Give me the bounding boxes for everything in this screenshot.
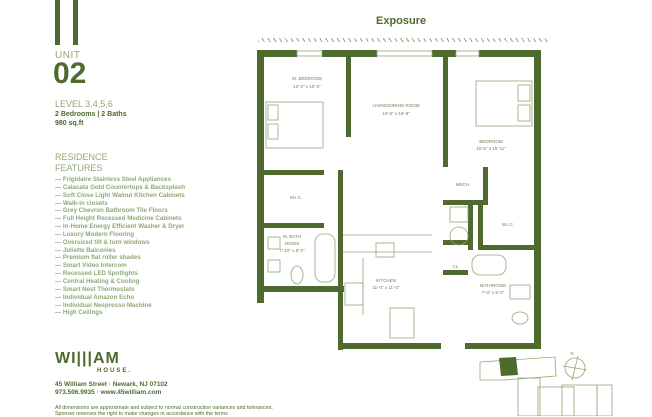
feature-item: Juliette Balconies	[55, 247, 185, 255]
exposure-title: Exposure	[376, 15, 427, 27]
svg-text:7'-0" x 9'-0": 7'-0" x 9'-0"	[482, 290, 505, 295]
feature-item: Frigidaire Stainless Steel Appliances	[55, 176, 185, 184]
feature-item: Calacata Gold Countertops & Backsplash	[55, 184, 185, 192]
svg-text:M. BEDROOM: M. BEDROOM	[292, 76, 322, 81]
feature-item: Individual Amazon Echo	[55, 294, 185, 302]
features-title: RESIDENCE FEATURES	[55, 152, 108, 173]
feature-item: Premium flat roller shades	[55, 254, 185, 262]
feature-item: Smart Video Intercom	[55, 262, 185, 270]
feature-item: Full Height Recessed Medicine Cabinets	[55, 215, 185, 223]
svg-text:10'-6" x 15'-11": 10'-6" x 15'-11"	[476, 146, 506, 151]
feature-item: Luxury Modern Flooring	[55, 231, 185, 239]
feature-item: Recessed LED Spotlights	[55, 270, 185, 278]
unit-bed-bath: 2 Bedrooms | 2 Baths	[55, 111, 127, 118]
feature-item: Oversized tilt & turn windows	[55, 239, 185, 247]
unit-label: UNIT	[55, 50, 81, 61]
unit-level: LEVEL 3,4,5,6	[55, 99, 113, 109]
svg-text:KITCHEN: KITCHEN	[376, 278, 396, 283]
svg-text:BEDROOM: BEDROOM	[479, 139, 503, 144]
svg-text:11'-0" x 11'-4": 11'-0" x 11'-4"	[372, 285, 399, 290]
svg-text:12'-0" x 10'-0": 12'-0" x 10'-0"	[293, 84, 321, 89]
svg-text:M. BATH: M. BATH	[283, 234, 301, 239]
unit-area: 980 sq.ft	[55, 120, 84, 127]
features-list: Frigidaire Stainless Steel Appliances Ca…	[55, 176, 185, 317]
address: 45 William Street · Newark, NJ 07102	[55, 381, 168, 388]
svg-text:N: N	[570, 351, 573, 356]
svg-text:LIVING/DINING ROOM: LIVING/DINING ROOM	[372, 103, 419, 108]
brand-logo: WI|||AM HOUSE.	[55, 350, 133, 374]
svg-text:MECH.: MECH.	[456, 182, 471, 187]
svg-text:W.I.C.: W.I.C.	[502, 222, 514, 227]
svg-text:BATHROOM: BATHROOM	[480, 283, 506, 288]
svg-text:CL.: CL.	[452, 264, 459, 269]
unit-number: 02	[53, 57, 87, 90]
feature-item: In-Home Energy Efficient Washer & Dryer	[55, 223, 185, 231]
svg-text:7'-10" x 8'-0": 7'-10" x 8'-0"	[279, 248, 305, 253]
feature-item: Grey Chevron Bathroom Tile Floors	[55, 207, 185, 215]
feature-item: Central Heating & Cooling	[55, 278, 185, 286]
svg-text:ROOM: ROOM	[285, 241, 299, 246]
feature-item: Soft Close Light Walnut Kitchen Cabinets	[55, 192, 185, 200]
disclaimer: All dimensions are approximate and subje…	[55, 405, 273, 417]
feature-item: High Ceilings	[55, 309, 185, 317]
feature-item: Walk-in closets	[55, 200, 185, 208]
svg-text:10'-6" x 16'-8": 10'-6" x 16'-8"	[382, 111, 410, 116]
exposure-hatch	[258, 38, 548, 42]
contact: 973.506.9935 · www.45william.com	[55, 389, 162, 396]
svg-text:W.I.C.: W.I.C.	[290, 195, 302, 200]
feature-item: Smart Nest Thermostats	[55, 286, 185, 294]
feature-item: Individual Nespresso Machine	[55, 302, 185, 310]
logo-bars	[55, 0, 80, 45]
